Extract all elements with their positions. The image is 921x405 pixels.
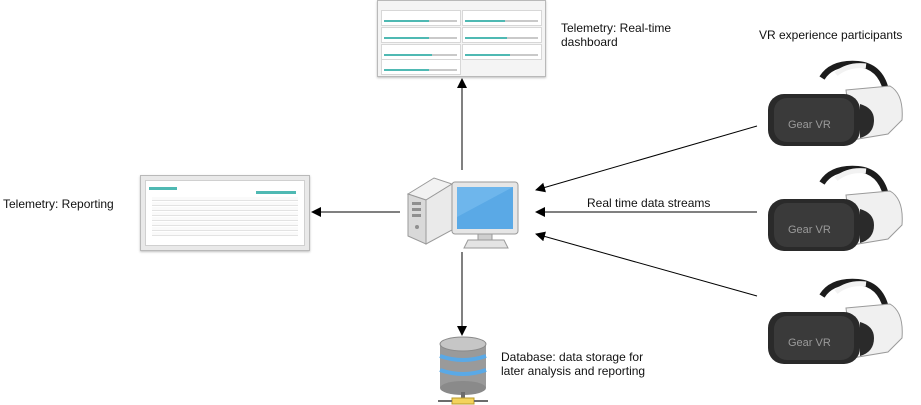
reporting-label: Telemetry: Reporting xyxy=(3,197,114,211)
streams-label: Real time data streams xyxy=(587,196,711,210)
computer-icon xyxy=(406,177,519,249)
vr-headset-icon: Gear VR xyxy=(768,278,903,364)
database-label: Database: data storage for later analysi… xyxy=(501,350,646,378)
participants-label: VR experience participants xyxy=(759,28,903,42)
database-icon xyxy=(438,336,488,405)
headset-brand: Gear VR xyxy=(788,119,831,131)
vr-headset-icon: Gear VR xyxy=(768,165,903,251)
headset-brand: Gear VR xyxy=(788,224,831,236)
reporting-screenshot xyxy=(140,175,310,251)
dashboard-label: Telemetry: Real-time dashboard xyxy=(561,21,672,49)
arrow-stream-top xyxy=(535,125,758,193)
vr-headset-icon: Gear VR xyxy=(768,60,903,146)
headset-brand: Gear VR xyxy=(788,337,831,349)
dashboard-screenshot xyxy=(377,0,546,77)
arrow-stream-bottom xyxy=(535,231,758,297)
